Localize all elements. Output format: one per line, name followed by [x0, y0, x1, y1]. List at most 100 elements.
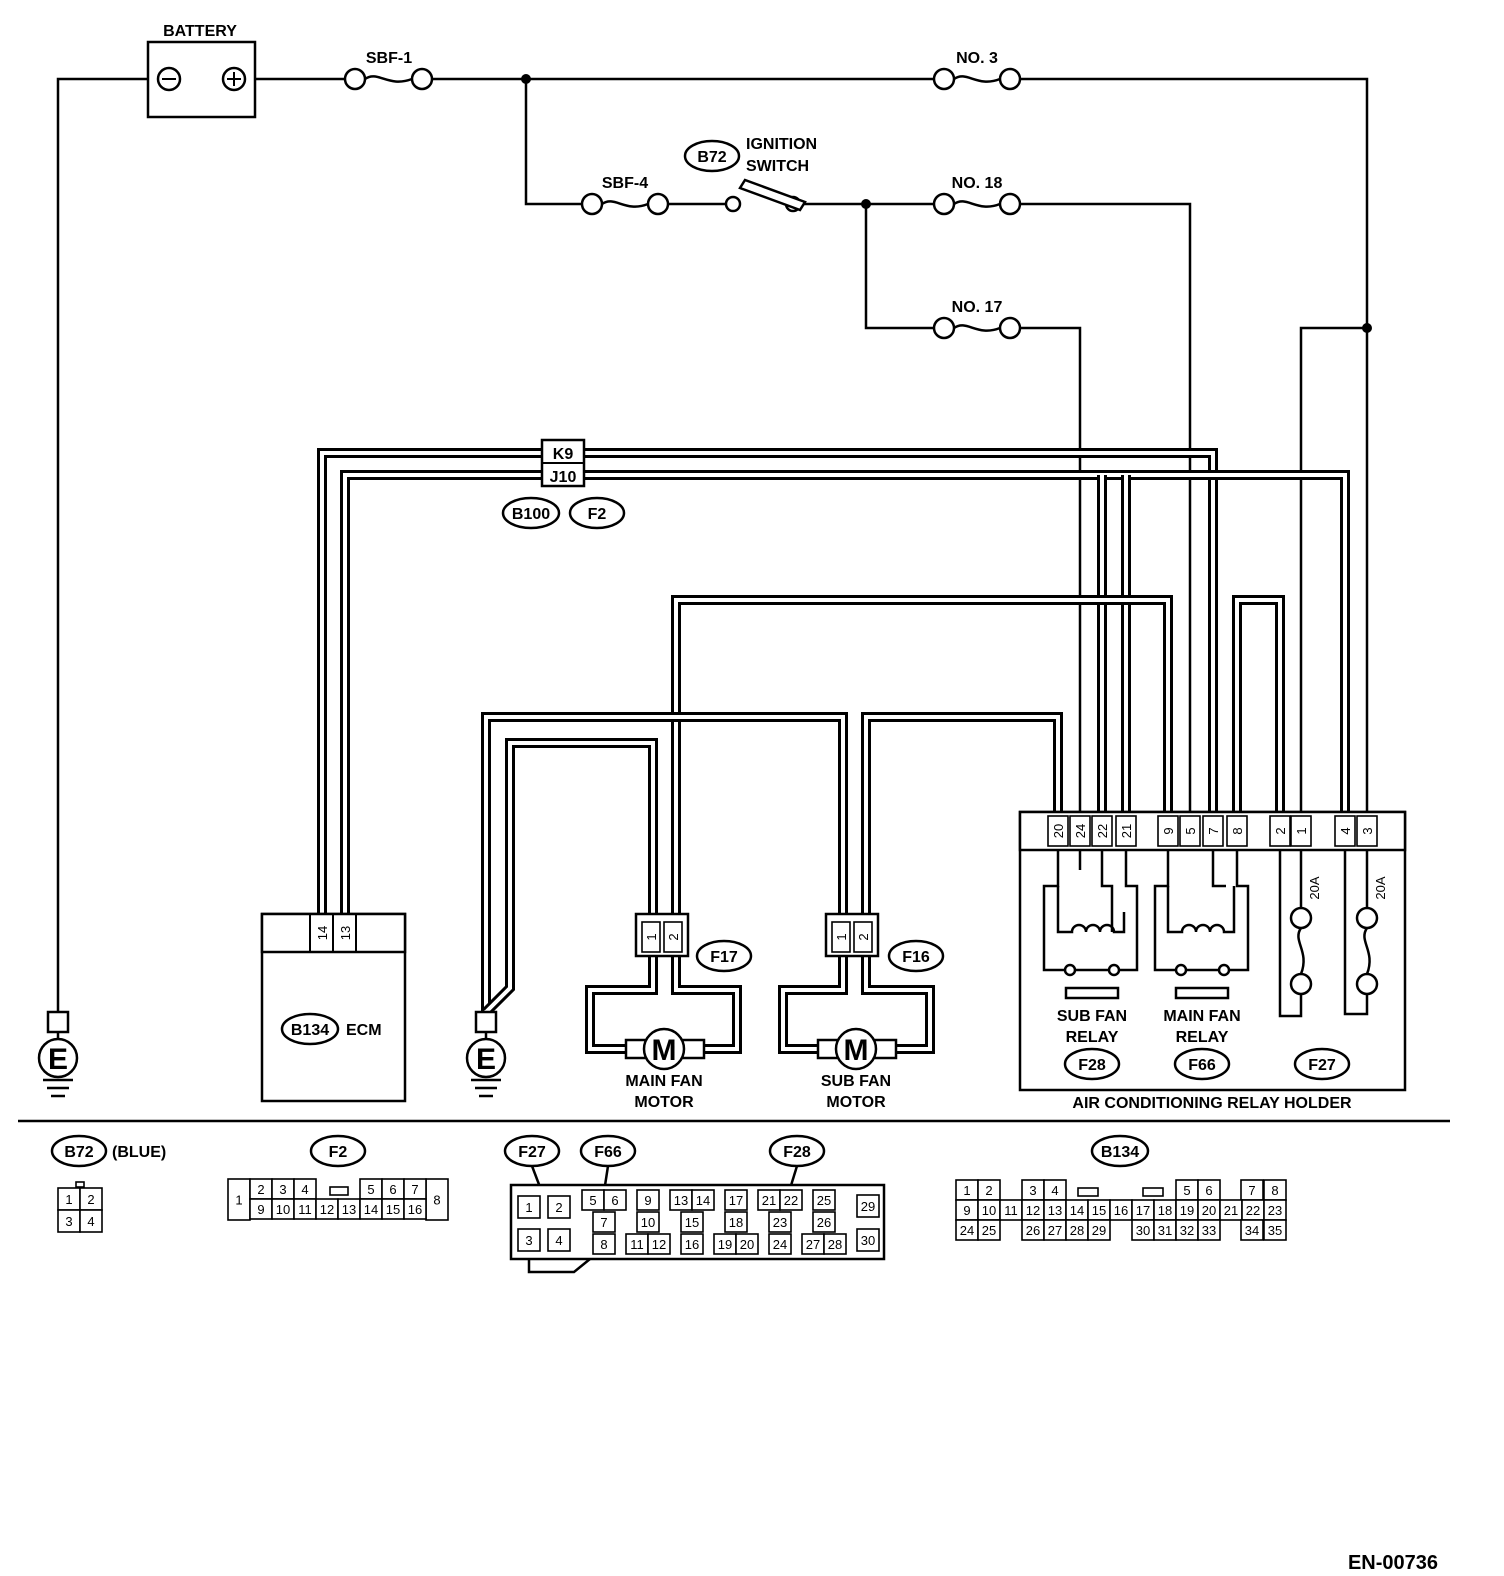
- relay-holder-pin-21: 21: [1119, 824, 1134, 838]
- b134-pin-23: 23: [1268, 1203, 1282, 1218]
- b134-pin-6: 6: [1205, 1183, 1212, 1198]
- b134-pin-35: 35: [1268, 1223, 1282, 1238]
- f66-pin-8-cell: [592, 1233, 616, 1255]
- relay-holder-pin-8: 8: [1230, 827, 1245, 834]
- f2-pin-14: 14: [364, 1202, 378, 1217]
- f28-pin-29: 29: [861, 1199, 875, 1214]
- b134-pin-12: 12: [1026, 1203, 1040, 1218]
- relay-holder-pin-24-cell: [1069, 815, 1091, 847]
- f66-pin-12-cell: [647, 1233, 671, 1255]
- fuse-no17-label: NO. 17: [952, 299, 1003, 316]
- f27-pin-3-cell: [517, 1228, 541, 1252]
- main-fan-motor: 1 2 F17 M MAIN FAN MOTOR: [624, 912, 753, 1111]
- conn-f66-code: F66: [594, 1144, 622, 1161]
- b134-pin-35-cell: [1263, 1219, 1287, 1241]
- b134-pin-29: 29: [1092, 1223, 1106, 1238]
- b72-pin-4: 4: [87, 1214, 94, 1229]
- b134-pin-20: 20: [1202, 1203, 1216, 1218]
- b134-pin-26: 26: [1026, 1223, 1040, 1238]
- f66-pin-15: 15: [685, 1215, 699, 1230]
- f27-pin-1-cell: [517, 1195, 541, 1219]
- ecm-pin-14: 14: [315, 926, 330, 940]
- f28-pin-23-cell: [768, 1211, 792, 1233]
- relay-holder-pin-8-cell: [1226, 815, 1248, 847]
- f2-pin-16-cell: [403, 1198, 427, 1220]
- joint-pin-j10: J10: [550, 469, 577, 486]
- f2-pin-16: 16: [408, 1202, 422, 1217]
- f2-pin-15: 15: [386, 1202, 400, 1217]
- joint-pin-k9: K9: [553, 446, 574, 463]
- b134-pin-2: 2: [985, 1183, 992, 1198]
- b134-pin-10: 10: [982, 1203, 996, 1218]
- relay-holder-pin-20: 20: [1051, 824, 1066, 838]
- b134-pin-7: 7: [1248, 1183, 1255, 1198]
- f2-pin-6: 6: [389, 1182, 396, 1197]
- relay-holder-pin-22: 22: [1095, 824, 1110, 838]
- f66-pin-19: 19: [718, 1237, 732, 1252]
- f66-pin-17-cell: [724, 1189, 748, 1211]
- fuse-no3: NO. 3: [932, 50, 1022, 91]
- main-fan-label-1: MAIN FAN: [625, 1073, 702, 1090]
- conn-b72-code: B72: [64, 1144, 93, 1161]
- b134-pin-13: 13: [1048, 1203, 1062, 1218]
- ignition-label-2: SWITCH: [746, 158, 809, 175]
- relay-holder-pin-9: 9: [1161, 827, 1176, 834]
- f66-pin-14: 14: [696, 1193, 710, 1208]
- main-fan-pin-2: 2: [666, 933, 681, 940]
- sub-fan-symbol: M: [844, 1034, 869, 1067]
- f66-pin-8: 8: [600, 1237, 607, 1252]
- fuse-no18-label: NO. 18: [952, 175, 1003, 192]
- b134-pin-9: 9: [963, 1203, 970, 1218]
- fuse-sbf4-label: SBF-4: [602, 175, 648, 192]
- conn-b134-code: B134: [1101, 1144, 1139, 1161]
- main-fan-relay-code: F66: [1188, 1057, 1216, 1074]
- f28-pin-26: 26: [817, 1215, 831, 1230]
- main-fan-symbol: M: [652, 1034, 677, 1067]
- f28-pin-28-cell: [823, 1233, 847, 1255]
- relay-fuse-code: F27: [1308, 1057, 1336, 1074]
- f2-pin-11: 11: [298, 1202, 312, 1217]
- ignition-label-1: IGNITION: [746, 136, 817, 153]
- f66-pin-18-cell: [724, 1211, 748, 1233]
- f66-pin-7-cell: [592, 1211, 616, 1233]
- b72-pin-3: 3: [65, 1214, 72, 1229]
- thin-wires: [56, 77, 1369, 1012]
- f66-pin-9-cell: [636, 1189, 660, 1211]
- b134-pin-19: 19: [1180, 1203, 1194, 1218]
- fuse-20a-right: 20A: [1373, 876, 1388, 899]
- relay-holder-pin-9-cell: [1157, 815, 1179, 847]
- relay-holder-pin-1-cell: [1290, 815, 1312, 847]
- f66-pin-6-cell: [603, 1189, 627, 1211]
- f66-pin-16: 16: [685, 1237, 699, 1252]
- f28-pin-23: 23: [773, 1215, 787, 1230]
- f28-pin-25-cell: [812, 1189, 836, 1211]
- f28-pin-29-cell: [856, 1194, 880, 1218]
- f66-pin-18: 18: [729, 1215, 743, 1230]
- f28-pin-24-cell: [768, 1233, 792, 1255]
- f2-pin-13: 13: [342, 1202, 356, 1217]
- harness-wires: [317, 448, 1350, 1054]
- b134-pin-4: 4: [1051, 1183, 1058, 1198]
- relay-holder-pin-3-cell: [1356, 815, 1378, 847]
- b134-pin-33: 33: [1202, 1223, 1216, 1238]
- sub-fan-label-2: MOTOR: [826, 1094, 886, 1111]
- ecm: 14 13 B134 ECM: [260, 912, 407, 1103]
- f28-pin-28: 28: [828, 1237, 842, 1252]
- f28-pin-21: 21: [762, 1193, 776, 1208]
- b134-pin-17: 17: [1136, 1203, 1150, 1218]
- f66-pin-11: 11: [630, 1237, 644, 1252]
- b134-pin-32: 32: [1180, 1223, 1194, 1238]
- f2-pin-7: 7: [411, 1182, 418, 1197]
- f2-pin-4: 4: [301, 1182, 308, 1197]
- b134-pin-11: 11: [1004, 1203, 1018, 1218]
- f66-pin-17: 17: [729, 1193, 743, 1208]
- f28-pin-27: 27: [806, 1237, 820, 1252]
- fuse-sbf4: SBF-4: [580, 175, 670, 216]
- f28-pin-30-cell: [856, 1228, 880, 1252]
